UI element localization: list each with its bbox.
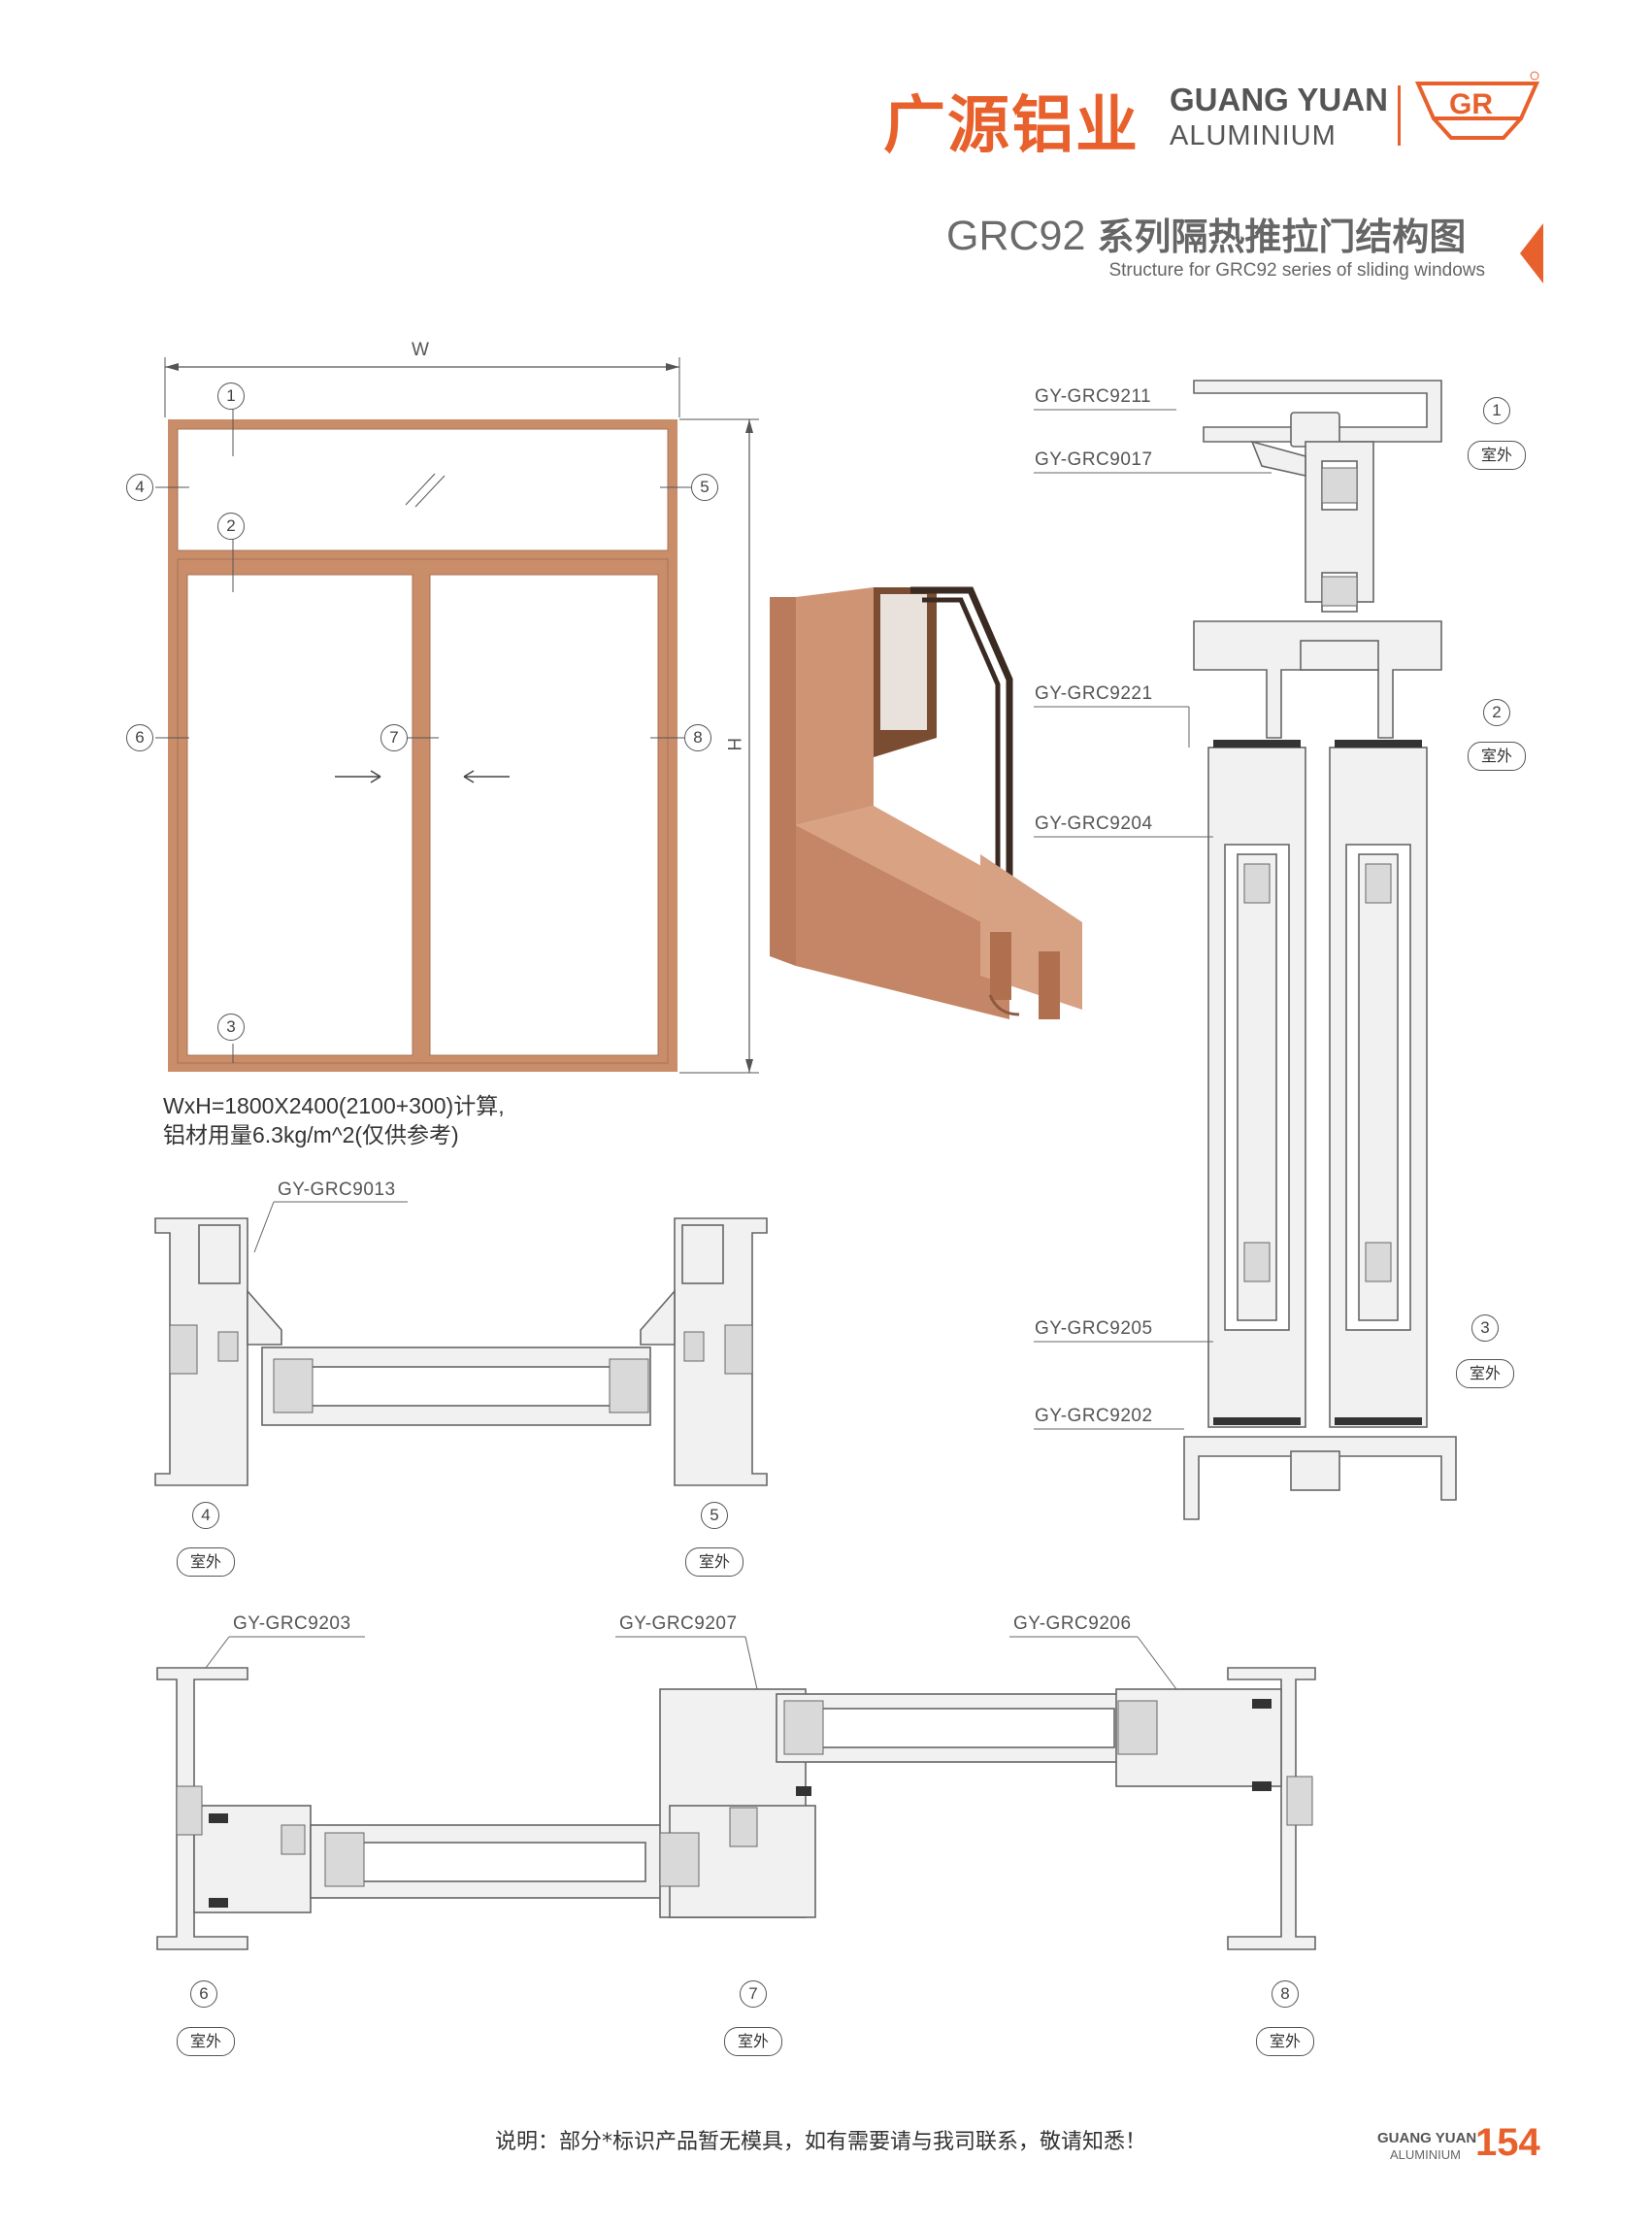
section-marker-2: 2 xyxy=(1483,699,1510,726)
title-cn: 系列隔热推拉门结构图 xyxy=(1097,216,1467,258)
section-marker-8: 8 xyxy=(1272,1980,1299,2008)
marker-7: 7 xyxy=(380,724,408,751)
marker-5: 5 xyxy=(691,474,718,501)
marker-3: 3 xyxy=(217,1014,245,1041)
section-marker-6: 6 xyxy=(190,1980,217,2008)
exterior-tag-7: 室外 xyxy=(724,2027,782,2056)
width-label: W xyxy=(412,340,430,360)
brand-name-en: GUANG YUAN xyxy=(1170,82,1388,117)
part-label-9205: GY-GRC9205 xyxy=(1035,1318,1153,1339)
footer-brand: GUANG YUAN xyxy=(1377,2130,1477,2146)
part-label-9202: GY-GRC9202 xyxy=(1035,1406,1153,1426)
part-label-9203: GY-GRC9203 xyxy=(233,1613,351,1634)
part-label-9017: GY-GRC9017 xyxy=(1035,449,1153,470)
marker-8: 8 xyxy=(684,724,711,751)
page-subtitle: Structure for GRC92 series of sliding wi… xyxy=(1108,260,1485,281)
exterior-tag-6: 室外 xyxy=(177,2027,235,2056)
marker-6: 6 xyxy=(126,724,153,751)
exterior-tag-5: 室外 xyxy=(685,1547,743,1577)
marker-4: 4 xyxy=(126,474,153,501)
height-label: H xyxy=(723,737,744,752)
elevation-caption: WxH=1800X2400(2100+300)计算, 铝材用量6.3kg/m^2… xyxy=(163,1091,505,1149)
brand-name-en-sub: ALUMINIUM xyxy=(1170,120,1337,151)
section-marker-4: 4 xyxy=(192,1502,219,1529)
page-title: GRC92 系列隔热推拉门结构图 xyxy=(946,207,1466,260)
page-number: 154 xyxy=(1475,2121,1540,2164)
exterior-tag-2: 室外 xyxy=(1468,742,1526,771)
exterior-tag-8: 室外 xyxy=(1256,2027,1314,2056)
gr-crown-logo-icon: GR xyxy=(1414,71,1540,140)
exterior-tag-1: 室外 xyxy=(1468,441,1526,470)
caption-line-1: WxH=1800X2400(2100+300)计算, xyxy=(163,1093,505,1118)
title-code: GRC92 xyxy=(946,213,1086,259)
footer-note: 说明：部分*标识产品暂无模具，如有需要请与我司联系，敬请知悉！ xyxy=(495,2130,1147,2154)
brand-name-cn: 广源铝业 xyxy=(883,90,1140,162)
part-label-9013: GY-GRC9013 xyxy=(278,1180,396,1200)
exterior-tag-4: 室外 xyxy=(177,1547,235,1577)
section-marker-7: 7 xyxy=(740,1980,767,2008)
svg-text:GR: GR xyxy=(1449,88,1493,120)
part-label-9206: GY-GRC9206 xyxy=(1013,1613,1132,1634)
marker-2: 2 xyxy=(217,513,245,540)
part-label-9211: GY-GRC9211 xyxy=(1035,386,1152,407)
part-label-9207: GY-GRC9207 xyxy=(619,1613,738,1634)
marker-1: 1 xyxy=(217,382,245,410)
title-tab-icon xyxy=(1520,223,1543,283)
exterior-tag-3: 室外 xyxy=(1456,1359,1514,1388)
part-label-9221: GY-GRC9221 xyxy=(1035,683,1153,704)
caption-line-2: 铝材用量6.3kg/m^2(仅供参考) xyxy=(163,1122,459,1147)
part-label-9204: GY-GRC9204 xyxy=(1035,814,1153,834)
section-marker-1: 1 xyxy=(1483,397,1510,424)
section-marker-5: 5 xyxy=(701,1502,728,1529)
footer-brand-sub: ALUMINIUM xyxy=(1390,2147,1461,2162)
section-marker-3: 3 xyxy=(1471,1314,1499,1342)
brand-divider xyxy=(1398,85,1401,146)
